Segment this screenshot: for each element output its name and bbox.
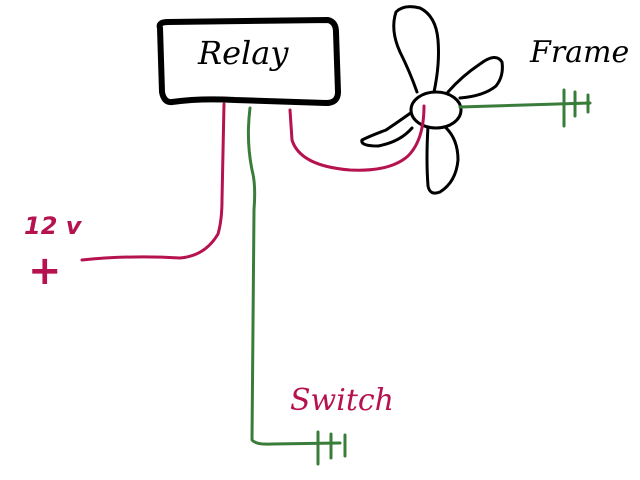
relay-label: Relay [197, 34, 289, 72]
frame-ground-icon [562, 88, 590, 128]
relay-box [156, 17, 341, 106]
voltage-label: 12 v [24, 212, 83, 240]
wire-12v-to-relay [80, 102, 226, 262]
wire-relay-to-switch [246, 106, 342, 446]
power-wires [80, 102, 426, 262]
relay: Relay [156, 17, 341, 106]
ground-wires [246, 101, 592, 446]
wire-relay-to-fan [288, 104, 426, 172]
frame-label: Frame [529, 35, 629, 70]
fan-hub [409, 90, 463, 130]
switch-ground-icon [316, 430, 347, 466]
switch-label: Switch [290, 383, 394, 418]
wire-fan-to-frame [458, 101, 592, 109]
plus-terminal: + [28, 248, 62, 294]
fan-icon [360, 5, 504, 195]
